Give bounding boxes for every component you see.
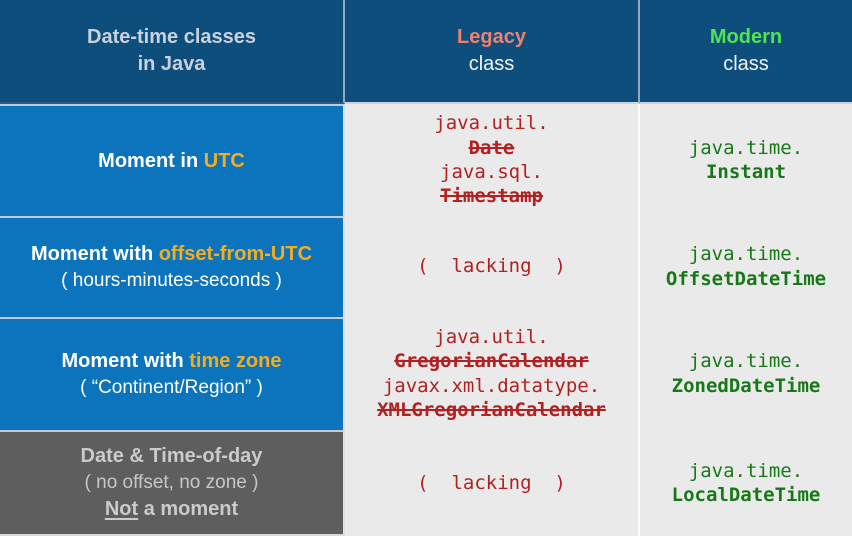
modern-code-package: java.time.	[688, 350, 804, 373]
legacy-code-line-deprecated: XMLGregorianCalendar	[377, 398, 606, 421]
legacy-column-title: Legacy	[457, 26, 526, 48]
header-cell-modern: Modern class	[640, 0, 852, 104]
highlight-time-zone: time zone	[189, 350, 282, 373]
row-label-note: ( no offset, no zone )	[84, 472, 259, 494]
legacy-code-line-deprecated: Date	[468, 136, 515, 159]
row-label-date-timeofday: Date & Time-of-day ( no offset, no zone …	[0, 430, 345, 536]
modern-code-package: java.time.	[688, 243, 804, 266]
modern-cell-moment-offset: java.time. OffsetDateTime	[640, 216, 852, 317]
highlight-utc: UTC	[203, 149, 245, 172]
legacy-code-line: javax.xml.datatype.	[382, 374, 601, 397]
row-label-moment-offset: Moment with offset-from-UTC ( hours-minu…	[0, 216, 345, 317]
legacy-code-line-deprecated: Timestamp	[440, 185, 543, 208]
modern-code-package: java.time.	[688, 459, 804, 482]
modern-code-class: OffsetDateTime	[665, 267, 827, 290]
legacy-cell-moment-zone: java.util. GregorianCalendar javax.xml.d…	[345, 317, 640, 430]
row-label-text: Moment in UTC	[98, 149, 245, 172]
legacy-lacking-text: ( lacking )	[417, 255, 566, 278]
row-label-text: Moment with time zone	[61, 350, 282, 373]
row-label-moment-zone: Moment with time zone ( “Continent/Regio…	[0, 317, 345, 430]
legacy-column-subtitle: class	[468, 53, 515, 75]
row-label-text: Moment with offset-from-UTC	[30, 243, 313, 266]
modern-code-class: ZonedDateTime	[671, 374, 821, 397]
legacy-code-line-deprecated: GregorianCalendar	[394, 350, 589, 373]
modern-column-subtitle: class	[723, 53, 769, 75]
modern-code-class: Instant	[705, 161, 787, 183]
header-cell-rowlabel: Date-time classes in Java	[0, 0, 345, 104]
row-label-text: Date & Time-of-day	[80, 445, 263, 468]
row-label-moment-utc: Moment in UTC	[0, 104, 345, 216]
modern-code-package: java.time.	[688, 136, 804, 159]
legacy-code-line: java.util.	[434, 112, 549, 135]
modern-code-class: LocalDateTime	[671, 484, 821, 506]
modern-cell-date-timeofday: java.time. LocalDateTime	[640, 430, 852, 536]
legacy-cell-moment-utc: java.util. Date java.sql. Timestamp	[345, 104, 640, 216]
row-label-note: ( hours-minutes-seconds )	[61, 270, 282, 292]
row-label-note: ( “Continent/Region” )	[80, 377, 263, 399]
legacy-cell-date-timeofday: ( lacking )	[345, 430, 640, 536]
legacy-lacking-text: ( lacking )	[417, 471, 566, 494]
header-title-line2: in Java	[137, 53, 206, 75]
modern-cell-moment-zone: java.time. ZonedDateTime	[640, 317, 852, 430]
legacy-code-line: java.util.	[434, 325, 549, 348]
row-label-not-a-moment: Not a moment	[104, 497, 239, 520]
legacy-cell-moment-offset: ( lacking )	[345, 216, 640, 317]
not-underlined: Not	[104, 497, 139, 520]
header-title-line1: Date-time classes	[87, 26, 256, 48]
highlight-offset-from-utc: offset-from-UTC	[158, 243, 313, 266]
modern-cell-moment-utc: java.time. Instant	[640, 104, 852, 216]
modern-column-title: Modern	[709, 26, 783, 48]
legacy-code-line: java.sql.	[440, 161, 543, 183]
header-cell-legacy: Legacy class	[345, 0, 640, 104]
